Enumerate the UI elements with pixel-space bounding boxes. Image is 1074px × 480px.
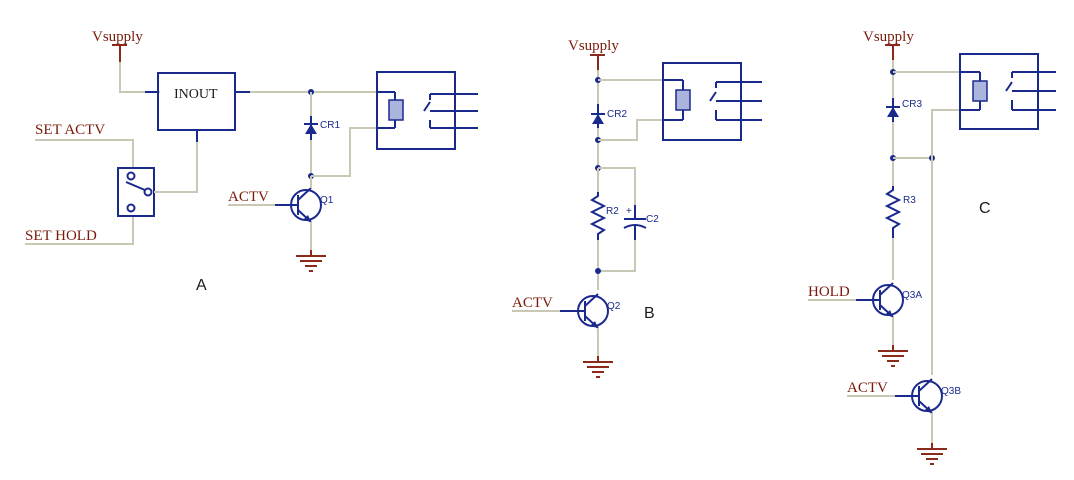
wire-b-coil-return <box>598 119 666 141</box>
q2-label: Q2 <box>607 301 621 312</box>
transistor-q2 <box>560 293 609 329</box>
vsupply-label-c: Vsupply <box>863 29 914 45</box>
section-label-a: A <box>196 277 207 294</box>
section-label-b: B <box>644 305 655 322</box>
q3b-label: Q3B <box>941 386 961 397</box>
ground-c1 <box>878 345 908 367</box>
transistor-q1 <box>275 187 322 223</box>
set-hold-label: SET HOLD <box>25 228 97 244</box>
ground-c2 <box>917 443 947 465</box>
circuit-c: Vsupply CR3 <box>808 29 1056 465</box>
actv-label-a: ACTV <box>228 189 269 205</box>
q1-label: Q1 <box>320 195 334 206</box>
wire-a-coil-return <box>311 127 380 177</box>
section-label-c: C <box>979 200 991 217</box>
resistor-r2 <box>589 192 607 240</box>
diode-cr3 <box>886 98 900 122</box>
cr1-label: CR1 <box>320 120 340 131</box>
wire-switch-to-inout <box>154 142 198 193</box>
vsupply-label-a: Vsupply <box>92 29 143 45</box>
hold-label: HOLD <box>808 284 850 300</box>
inout-block <box>145 72 250 142</box>
wire-b-c2-top <box>598 167 636 205</box>
cr2-label: CR2 <box>607 109 627 120</box>
vsupply-label-b: Vsupply <box>568 38 619 54</box>
relay-a <box>376 71 478 150</box>
q3a-label: Q3A <box>902 290 922 301</box>
wire-c-coil-return <box>931 109 963 158</box>
circuit-b: Vsupply CR2 <box>512 38 762 378</box>
actv-label-c: ACTV <box>847 380 888 396</box>
wire-set-actv <box>35 139 134 168</box>
circuit-a: Vsupply INOUT CR1 <box>25 29 478 294</box>
cr3-label: CR3 <box>902 99 922 110</box>
r2-label: R2 <box>606 206 619 217</box>
ground-a <box>296 250 326 272</box>
wire-set-hold <box>25 216 134 245</box>
resistor-r3 <box>884 186 902 238</box>
inout-label: INOUT <box>174 87 218 102</box>
vsupply-port-b <box>590 54 605 70</box>
capacitor-c2 <box>623 205 647 240</box>
transistor-q3a <box>856 282 904 318</box>
r3-label: R3 <box>903 195 916 206</box>
actv-label-b: ACTV <box>512 295 553 311</box>
set-actv-label: SET ACTV <box>35 122 105 138</box>
selector-switch <box>117 167 155 217</box>
diode-cr2 <box>591 104 605 128</box>
c2-polarity: + <box>626 206 632 217</box>
relay-c <box>959 53 1056 130</box>
diode-cr1 <box>304 116 318 140</box>
wire-a-supply <box>119 62 160 93</box>
wire-b-c2-bot <box>598 240 636 272</box>
junction-b-rc-bot <box>595 268 601 274</box>
ground-b <box>583 356 613 378</box>
vsupply-port-c <box>885 44 900 60</box>
relay-b <box>662 62 762 141</box>
vsupply-port-a <box>112 44 127 62</box>
transistor-q3b <box>895 378 943 414</box>
c2-label: C2 <box>646 214 659 225</box>
